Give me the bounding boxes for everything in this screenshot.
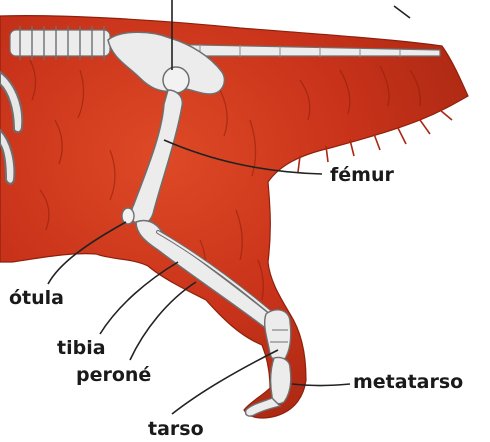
leader-line-perone: [130, 282, 196, 360]
label-tarso: tarso: [148, 420, 204, 439]
patella-bone: [122, 208, 134, 224]
leader-line-top-right: [394, 6, 410, 18]
label-metatarso: metatarso: [353, 373, 463, 392]
label-femur: fémur: [330, 166, 394, 185]
label-perone: peroné: [76, 366, 151, 385]
label-rotula: ótula: [9, 289, 64, 308]
label-tibia: tibia: [57, 339, 106, 358]
metatarsus-bones: [271, 357, 291, 403]
hip-joint: [163, 67, 189, 93]
leader-line-metatarso: [292, 384, 350, 386]
